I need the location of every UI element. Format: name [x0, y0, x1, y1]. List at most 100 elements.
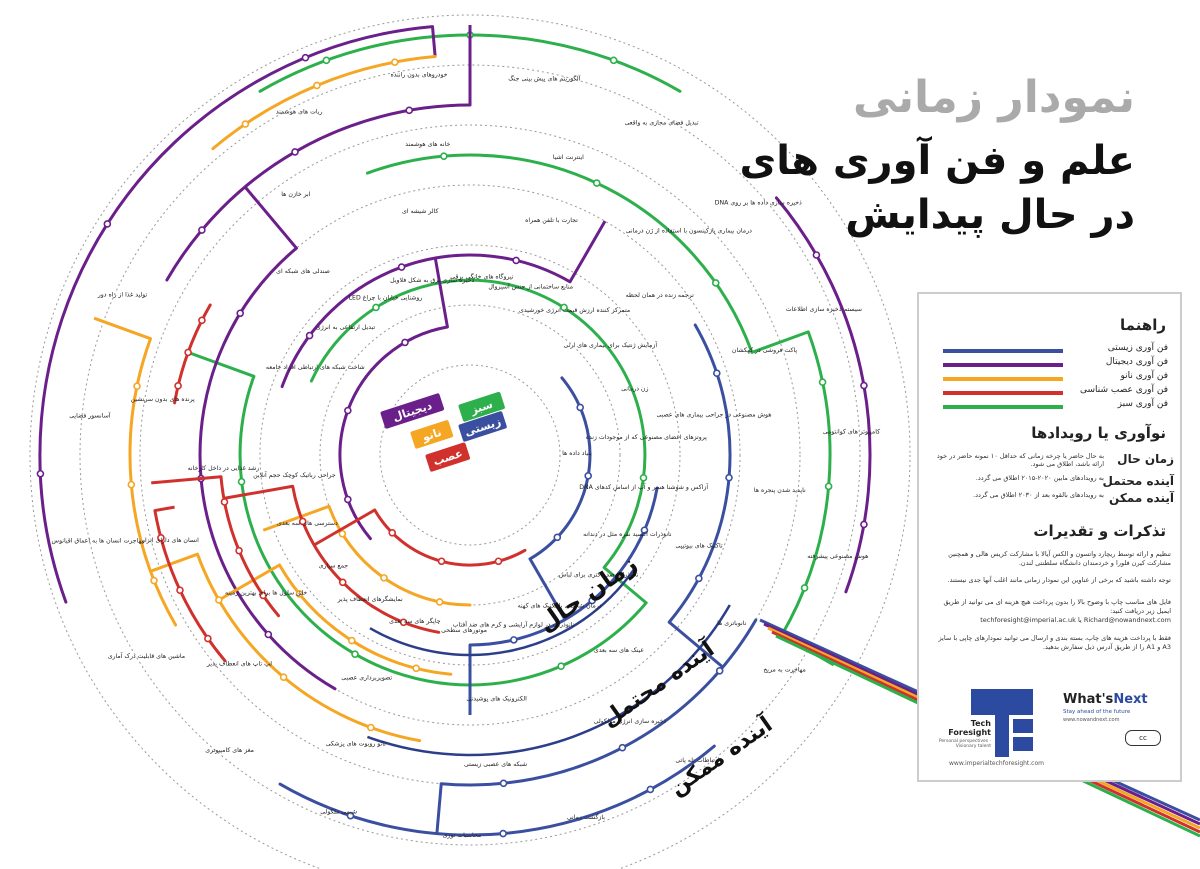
node-label-n22: جراحی رباتیک کوچک حجم آنلاین: [253, 470, 336, 479]
station-bio-1-0: [640, 526, 649, 535]
node-label-n9: آزمایش ژنتیک برای بیماری های ارثی: [564, 340, 658, 349]
station-neuro-3-1: [176, 586, 184, 595]
guide-ring-2: [259, 244, 681, 666]
station-digital-2-2: [236, 309, 244, 318]
node-label-n27: هوش مصنوعی در جراحی بیماری های عصبی: [656, 412, 771, 419]
node-label-n52: سیستم ذخیره سازی اطلاعات: [786, 306, 862, 313]
whats-next-logo[interactable]: What'sNext Stay ahead of the future www.…: [1063, 692, 1173, 752]
station-digital-2-0: [264, 630, 273, 639]
legend-panel: راهنما فن آوری زیستی فن آوری دیجیتال فن …: [917, 292, 1182, 782]
legend-item-green: فن آوری سبز: [943, 399, 1168, 412]
station-digital-5-0: [812, 251, 821, 259]
node-label-n45: انسان های دارای ابزار: [141, 537, 199, 544]
station-digital-1-1: [397, 263, 406, 271]
credits-paragraph-4: فقط با پرداخت هزینه های چاپ، بسته بندی و…: [938, 634, 1171, 651]
legend-item-neuro: فن آوری عصب شناسی: [943, 385, 1168, 398]
route-bio-link-4: [435, 783, 443, 834]
station-green-0-2: [639, 474, 648, 482]
title-top: نمودار زمانی: [852, 72, 1135, 123]
event-present-text: به حال حاضر یا چرخه زمانی که حداقل ۱۰ نم…: [936, 452, 1104, 468]
station-bio-1-2: [510, 636, 518, 644]
station-digital-0-1: [344, 406, 352, 415]
node-label-n55: مهاجرت به مریخ: [763, 667, 806, 674]
station-nano-0-1: [380, 574, 388, 582]
guide-ring-0: [379, 364, 561, 546]
node-label-n11: پروتزهای اعضای مصنوعی که از موجودات زنده: [586, 434, 707, 441]
station-bio-4-1: [499, 829, 507, 838]
tech-foresight-logo[interactable]: Tech Foresight Personal perspectives · V…: [933, 689, 1053, 764]
whats-next-tagline: Stay ahead of the future: [1063, 709, 1131, 715]
legend-label-green: فن آوری سبز: [1117, 399, 1168, 409]
node-label-n47: ربات های هوشمند: [276, 108, 323, 115]
route-digital-arc-5: [774, 196, 872, 594]
title-main-line2: در حال پیدایش: [845, 192, 1135, 238]
station-nano-2-1: [279, 673, 288, 681]
guide-ring-3: [199, 184, 741, 726]
station-neuro-2-0: [259, 591, 267, 600]
route-neuro-link-2: [223, 484, 293, 500]
events-heading: نوآوری یا رویدادها: [1031, 424, 1166, 442]
node-label-n58: محاسبات نوری: [443, 832, 482, 839]
whats-next-wordmark: What'sNext: [1063, 692, 1173, 707]
node-label-n54: هوش مصنوعی پیشرفته: [807, 553, 868, 560]
node-label-n38: پاکت فروشی در کهکشان: [732, 347, 797, 354]
credits-paragraph-2: توجه داشته باشید که برخی از عناوین این ن…: [947, 576, 1172, 584]
node-label-n17: موتورهای سطحی: [441, 627, 487, 634]
node-label-n33: رشد غذایی در داخل کارخانه: [188, 465, 260, 472]
node-label-n14: نانوذرات ضد باکتری برای لباس: [559, 572, 639, 579]
station-nano-3-2: [133, 382, 141, 391]
center-tag-nano: نانو: [420, 426, 443, 445]
whats-next-url[interactable]: www.nowandnext.com: [1063, 717, 1120, 723]
route-bio-link-1: [528, 558, 567, 621]
station-bio-3-1: [618, 743, 627, 752]
node-label-n12: آزاکس و شوشنا هسر و آب از اساس کدهای DNA: [579, 482, 708, 491]
station-digital-1-2: [512, 256, 520, 265]
node-label-n16: نانوذرات در لوازم آرایشی و کرم های ضد آف…: [453, 620, 575, 629]
guide-ring-5: [79, 64, 861, 846]
route-neuro-arc-0: [373, 508, 527, 567]
node-label-n46: پرنده های بدون سرنشین: [131, 396, 195, 403]
station-bio-2-1: [725, 473, 733, 482]
title-main-line1: علم و فن آوری های: [739, 138, 1135, 184]
tech-foresight-name: Tech Foresight: [933, 719, 991, 737]
node-label-n50: تبدیل فضای مجازی به واقعی: [625, 120, 699, 127]
credits-emails[interactable]: techforesight@imperial.ac.uk یا Richard@…: [980, 616, 1171, 624]
route-digital-link-5: [431, 26, 437, 57]
station-digital-4-1: [103, 220, 112, 228]
node-label-n60: مغز های کامپیوتری: [205, 747, 254, 754]
zone-label-possible: آینده ممکن: [664, 710, 778, 802]
station-green-2-2: [711, 279, 720, 287]
station-bio-2-0: [713, 369, 721, 378]
station-green-3-1: [824, 482, 833, 491]
station-bio-2-2: [695, 574, 703, 583]
route-digital-link-2: [568, 220, 607, 283]
station-green-0-0: [372, 303, 380, 312]
node-label-n41: ذخیره سازی انرژی مولکولی: [594, 718, 667, 725]
legend-swatch-bio: [943, 349, 1063, 353]
node-label-n37: درمان بیماری پارکینسون با استفاده از ژن …: [626, 228, 752, 235]
route-nano-link-4: [93, 316, 152, 341]
node-label-n59: شیمی ملکولی: [320, 809, 357, 816]
station-nano-3-0: [150, 576, 158, 585]
node-label-n53: کامپیوتر های کوانتومی: [823, 429, 880, 436]
node-label-n39: ناپدید شدن پنجره ها: [754, 487, 806, 494]
whats-next-word-b: Next: [1113, 692, 1148, 707]
station-neuro-4-2: [198, 316, 206, 325]
station-neuro-1-2: [298, 517, 307, 526]
node-label-n36: اینترنت اشیا: [553, 154, 584, 161]
station-neuro-4-0: [174, 382, 182, 390]
station-neuro-0-1: [437, 557, 446, 566]
station-neuro-4-1: [184, 348, 192, 357]
node-label-n57: بازگشت زمانی: [567, 813, 605, 821]
station-digital-5-2: [860, 520, 868, 529]
station-neuro-2-1: [235, 546, 243, 555]
event-possible-text: به رویدادهای بالقوه بعد از ۲۰۳۰ اطلاق می…: [973, 491, 1104, 499]
station-digital-5-1: [860, 381, 868, 390]
node-label-n56: ارتباطات تله پاتی: [675, 757, 720, 764]
station-digital-1-0: [305, 331, 314, 340]
route-digital-arc-4: [38, 25, 434, 604]
imperial-url[interactable]: www.imperialtechforesight.com: [949, 760, 1045, 767]
station-green-0-1: [560, 303, 568, 312]
legend-item-digital: فن آوری دیجیتال: [943, 357, 1168, 370]
station-digital-4-2: [301, 53, 310, 62]
